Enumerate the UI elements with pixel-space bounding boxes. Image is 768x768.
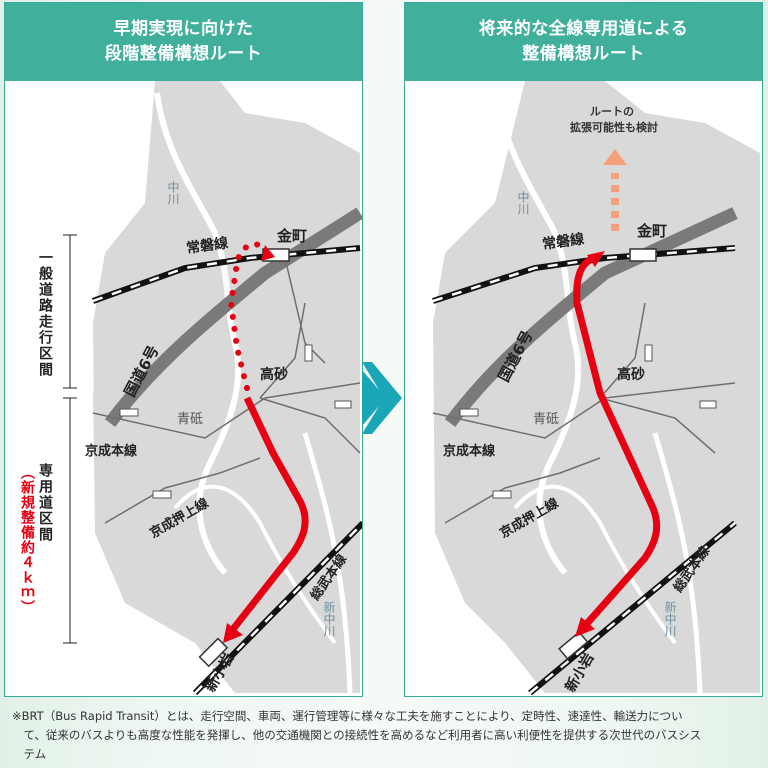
label-dedicated-road-section: 専用道区間: [37, 462, 53, 543]
label-keisei-main-right: 京成本線: [443, 443, 496, 459]
extension-note-line2: 拡張可能性も検討: [570, 120, 658, 134]
label-kanamachi: 金町: [276, 227, 307, 245]
label-shin-nakagawa-right: 新中川: [663, 600, 677, 637]
label-new-construction: （新規整備約４ｋｍ）: [19, 465, 36, 615]
label-takasago: 高砂: [260, 366, 288, 383]
map-full-route: 金町 常磐線 国道6号 高砂 青砥 京成本線 京成押上線 総武本線 新小岩 中川…: [432, 81, 760, 696]
label-aoto-right: 青砥: [533, 412, 559, 427]
panel-title-line1-right: 将来的な全線専用道による: [478, 19, 689, 39]
panel-staged-route: 金町 常磐線 国道6号 高砂 青砥 京成本線 京成押上線 総武本線 新小岩 中川…: [4, 2, 363, 697]
panel-title-line2-right: 整備構想ルート: [522, 44, 645, 64]
footnote-line3: テム: [12, 747, 47, 761]
panel-title-line2: 段階整備構想ルート: [104, 44, 263, 64]
label-keisei-main: 京成本線: [85, 443, 138, 459]
label-kanamachi-right: 金町: [636, 222, 667, 240]
panel-header-full: 将来的な全線専用道による 整備構想ルート: [405, 3, 762, 81]
footnote-brt-definition: ※BRT（Bus Rapid Transit）とは、走行空間、車両、運行管理等に…: [12, 707, 760, 764]
label-general-road-section: 一般道路走行区間: [37, 250, 54, 378]
label-shin-nakagawa: 新中川: [322, 600, 336, 637]
label-nakagawa: 中川: [166, 180, 180, 205]
footnote-line1: ※BRT（Bus Rapid Transit）とは、走行空間、車両、運行管理等に…: [12, 709, 683, 723]
label-nakagawa-right: 中川: [516, 190, 530, 215]
panel-header-staged: 早期実現に向けた 段階整備構想ルート: [5, 3, 362, 81]
panel-full-route: 金町 常磐線 国道6号 高砂 青砥 京成本線 京成押上線 総武本線 新小岩 中川…: [404, 2, 763, 697]
label-joban-line-right: 常磐線: [541, 230, 585, 253]
label-takasago-right: 高砂: [617, 366, 645, 383]
panel-title-line1: 早期実現に向けた: [113, 19, 254, 39]
footnote-line2: て、従来のバスよりも高度な性能を発揮し、他の交通機関との接続性を高めるなど利用者…: [12, 728, 702, 742]
map-staged-route: 金町 常磐線 国道6号 高砂 青砥 京成本線 京成押上線 総武本線 新小岩 中川…: [19, 81, 362, 696]
next-arrow-icon: [362, 362, 402, 434]
label-aoto: 青砥: [177, 412, 203, 427]
extension-note-line1: ルートの: [590, 105, 634, 118]
label-joban-line: 常磐線: [185, 234, 229, 257]
